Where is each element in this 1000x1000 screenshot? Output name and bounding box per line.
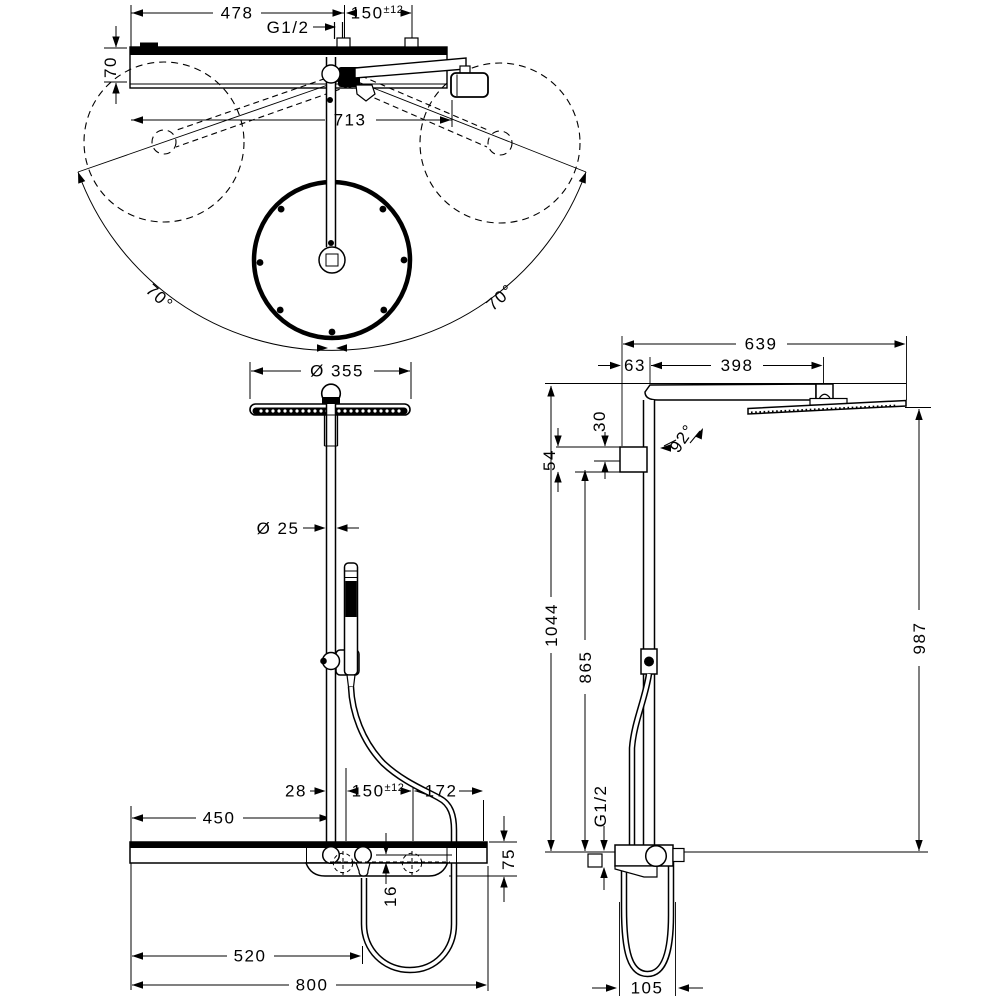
- g12-inlet-stub: [587, 853, 603, 868]
- dim-30-54: [553, 428, 610, 492]
- dim-70-height: [111, 26, 121, 104]
- nozzle-dots-side: [750, 404, 898, 414]
- pipe-escutcheon: [321, 64, 341, 84]
- dim-g12-top-leader: [313, 22, 337, 32]
- dim-713: [131, 115, 452, 125]
- dim-label-150-top: 150±12: [351, 4, 404, 23]
- wall-supply-elbow: [619, 446, 648, 473]
- dim-16: [381, 833, 391, 884]
- dim-150-top: [345, 8, 412, 18]
- shelf-front: [129, 841, 488, 877]
- dim-105: [592, 983, 703, 993]
- top-view-extension-lines: [104, 5, 453, 399]
- front-view-labels: Ø 25 28 150±12 172 450 75 16 520 800: [203, 519, 518, 995]
- dim-987: [914, 408, 924, 852]
- dim-label-639: 639: [745, 335, 778, 354]
- shower-arm-side: [644, 383, 817, 401]
- wall-connection-left: [336, 37, 351, 48]
- wall-connection-right: [404, 37, 419, 48]
- dim-25: [303, 523, 359, 533]
- dim-label-16: 16: [381, 885, 400, 907]
- dim-label-478: 478: [221, 4, 254, 23]
- thread-label-side: G1/2: [591, 785, 610, 828]
- dim-800: [131, 980, 488, 990]
- pipe-side: [619, 400, 658, 845]
- pivot-arm-holder-plan: [321, 57, 489, 103]
- dim-75: [499, 816, 509, 902]
- pipe-plan: [318, 57, 346, 274]
- thread-label-top: G1/2: [267, 18, 310, 37]
- head-rim-dots: [256, 205, 408, 336]
- select-button-right: [353, 845, 373, 865]
- side-view: 639 63 398 30 54 92° 1044 865 987 G1/2 1…: [540, 335, 931, 998]
- dim-label-1044: 1044: [542, 603, 561, 647]
- dim-label-800: 800: [296, 976, 329, 995]
- head-hub: [318, 246, 346, 274]
- dim-92-angle: [659, 425, 707, 453]
- valve-body-underside: [304, 862, 449, 877]
- head-plate-side: [747, 399, 907, 415]
- dim-label-30: 30: [590, 410, 609, 432]
- shower-hose-front: [347, 686, 458, 974]
- wall-bracket-side: [587, 844, 685, 878]
- dim-label-70-height: 70: [101, 56, 120, 78]
- dim-450: [131, 813, 331, 823]
- hand-shower-end-side: [644, 844, 668, 868]
- dim-label-54: 54: [540, 449, 559, 471]
- top-view: 478 G1/2 150±12 70 713 70° 70° Ø 355: [74, 4, 590, 399]
- dim-478: [131, 8, 344, 18]
- dim-label-28: 28: [285, 782, 307, 801]
- dim-355: [251, 366, 411, 376]
- hand-shower-holder-plan: [450, 72, 489, 98]
- hand-shower-front: [320, 562, 360, 688]
- dim-label-713: 713: [334, 111, 367, 130]
- dim-label-105: 105: [631, 979, 664, 998]
- hose-outlet: [355, 862, 371, 877]
- swivel-angle-left-label: 70°: [142, 280, 177, 314]
- dim-63-398: [598, 361, 823, 370]
- dim-label-450: 450: [203, 809, 236, 828]
- dim-label-865: 865: [576, 651, 595, 684]
- dim-label-63: 63: [624, 356, 646, 375]
- front-view-extension-lines: [130, 768, 517, 991]
- arm-and-head-side: [644, 383, 907, 415]
- dim-label-25: Ø 25: [257, 519, 300, 538]
- dim-520: [131, 951, 362, 961]
- swivel-angle-right-label: 70°: [483, 280, 518, 314]
- dim-label-355: Ø 355: [310, 362, 364, 381]
- swung-head-dashed-circles: [83, 61, 581, 224]
- dim-label-987: 987: [910, 622, 929, 655]
- dim-label-398: 398: [721, 356, 754, 375]
- hand-shower-handle: [343, 562, 359, 676]
- dim-label-172: 172: [425, 782, 458, 801]
- dim-label-520: 520: [234, 947, 267, 966]
- select-button-left: [321, 845, 341, 865]
- dim-g12-side: [599, 826, 609, 890]
- dim-865: [580, 469, 590, 852]
- side-view-labels: 639 63 398 30 54 92° 1044 865 987 G1/2 1…: [540, 335, 929, 998]
- side-view-extension-lines: [545, 336, 931, 996]
- front-view: Ø 25 28 150±12 172 450 75 16 520 800: [129, 383, 518, 995]
- holder-hook-plan: [355, 84, 376, 102]
- dim-label-75: 75: [499, 848, 518, 870]
- dim-639: [622, 339, 906, 349]
- dim-label-150-front: 150±12: [352, 782, 405, 801]
- shower-hose-side: [620, 673, 675, 978]
- pipe-front: [323, 404, 339, 843]
- dim-1044: [546, 385, 556, 852]
